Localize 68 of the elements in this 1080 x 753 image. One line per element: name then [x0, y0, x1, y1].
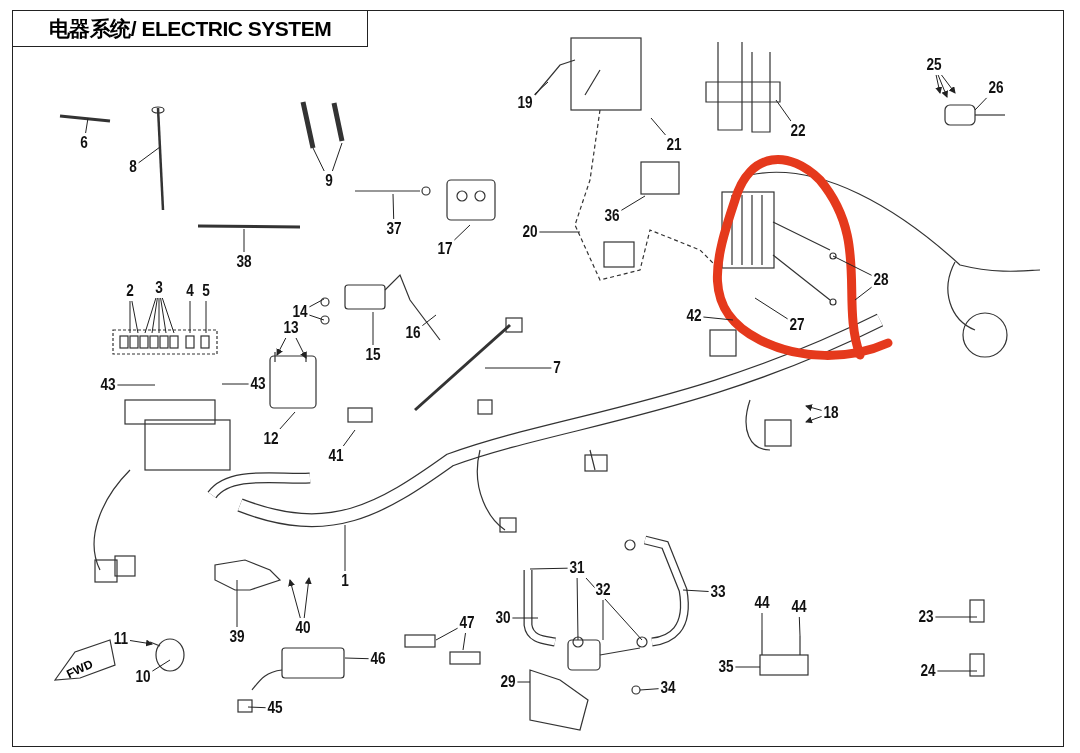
leader-line	[344, 657, 370, 660]
leader-line	[279, 411, 296, 430]
leader-line	[484, 367, 552, 369]
leader-line	[805, 415, 823, 424]
leader-line	[308, 314, 325, 321]
leader-line	[331, 142, 343, 172]
leader-line	[941, 74, 956, 94]
leader-line	[295, 337, 307, 359]
leader-line	[288, 579, 301, 619]
leader-line	[974, 97, 988, 111]
leader-line	[151, 297, 158, 334]
leader-line	[342, 429, 356, 447]
leader-line	[798, 616, 801, 637]
title: 电器系统/ ELECTRIC SYSTEM	[12, 10, 368, 47]
leader-line	[585, 577, 643, 641]
leader-line	[435, 627, 459, 641]
leader-line	[158, 297, 160, 334]
leader-line	[775, 99, 792, 122]
leader-line	[144, 297, 157, 334]
leader-line	[221, 383, 250, 385]
leader-line	[236, 579, 238, 628]
leader-line	[421, 314, 437, 327]
leader-line	[761, 612, 763, 631]
leader-line	[650, 117, 666, 136]
leader-line	[131, 300, 139, 334]
leader-line	[462, 632, 466, 651]
leader-line	[754, 297, 789, 320]
leader-line	[533, 81, 549, 95]
leader-line	[453, 224, 471, 241]
leader-line	[303, 577, 312, 619]
leader-line	[538, 231, 581, 233]
leader-line	[639, 688, 660, 691]
leader-line	[160, 297, 167, 334]
leader-line	[161, 297, 175, 334]
leader-line	[138, 146, 161, 164]
leader-line	[620, 195, 646, 211]
direction-label: FWD	[64, 656, 95, 682]
leader-line	[85, 117, 89, 134]
leader-line	[116, 384, 156, 386]
leader-line	[936, 670, 978, 672]
leader-line	[189, 300, 191, 334]
leader-line	[934, 616, 978, 618]
leader-line	[372, 311, 374, 346]
leader-line	[312, 147, 325, 172]
leader-line	[702, 316, 734, 321]
leader-line	[682, 589, 710, 592]
leader-line	[832, 255, 873, 276]
leader-line	[516, 681, 531, 683]
leader-line	[276, 337, 287, 356]
leader-line	[344, 524, 346, 572]
leader-line	[602, 599, 604, 641]
leader-line	[576, 577, 579, 641]
leader-line	[243, 228, 245, 253]
leader-line	[935, 74, 943, 94]
leader-line	[247, 706, 267, 709]
leader-line	[129, 300, 131, 334]
leader-line	[734, 666, 761, 668]
leader-line	[529, 567, 569, 570]
leader-line	[511, 617, 539, 619]
leader-line	[805, 404, 823, 411]
callout-number: 32	[594, 581, 612, 599]
leader-line	[129, 639, 153, 647]
leader-line	[854, 286, 873, 301]
leader-line	[308, 298, 325, 308]
leader-line	[937, 74, 948, 98]
leader-line	[392, 193, 395, 220]
leader-line	[205, 300, 207, 334]
leader-line	[151, 659, 171, 672]
